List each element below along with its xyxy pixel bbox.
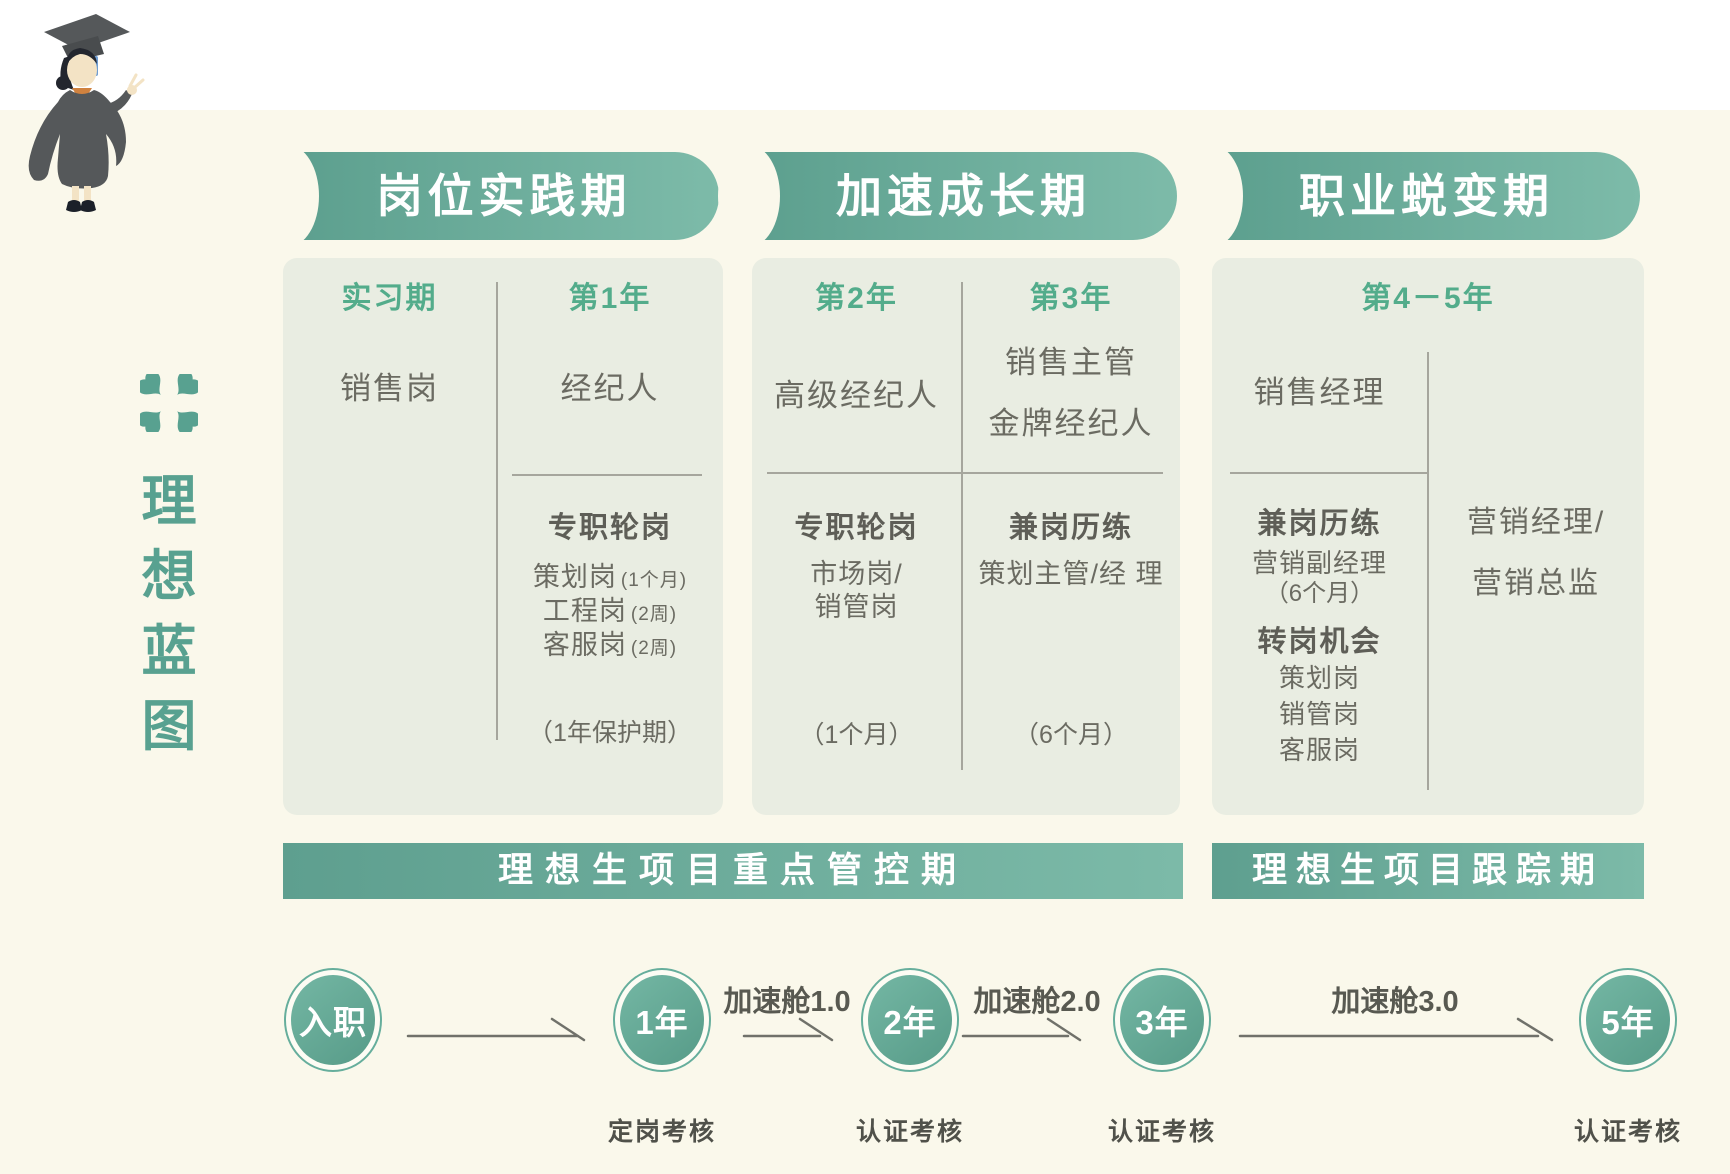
timeline-node-year1: 1年 [613,968,711,1072]
timeline-node-year2: 2年 [861,968,959,1072]
stage1-col1-header: 实习期 [341,282,438,315]
timeline-node-label: 入职 [291,975,375,1065]
rotation-item-name: 工程岗 [542,596,627,626]
stage3-banner: 职业蜕变期 [1181,145,1640,247]
timeline-node-year3: 3年 [1113,968,1211,1072]
stage1-col1-role: 销售岗 [340,371,439,406]
stage2-col2-line1: 策划主管/经 理 [978,559,1164,589]
stage3-col1-line1-note: （6个月） [1264,580,1375,607]
stage1-column-divider [496,282,498,740]
stage2-column-divider [961,282,963,770]
rotation-item-note: (2周) [630,638,678,659]
stage3-col2-line2: 营销总监 [1472,567,1600,600]
stage3-header: 第4－5年 [1361,282,1495,315]
arrow-1 [406,1017,586,1042]
timeline-node-label: 1年 [620,975,704,1065]
stage3-transfer-title: 转岗机会 [1257,626,1382,658]
stage2-rule [767,472,1163,474]
stage3-rule [1230,472,1428,474]
tracking-phase-bar: 理想生项目跟踪期 [1212,843,1644,899]
rotation-item: 工程岗(2周) [497,595,723,631]
stage3-col1-line1: 营销副经理 [1251,548,1387,578]
vertical-title-char: 想 [141,545,197,607]
transfer-item: 客服岗 [1278,735,1360,765]
stage2-banner-label: 加速成长期 [836,169,1091,223]
stage2-banner: 加速成长期 [718,145,1177,247]
exam-label-year1: 定岗考核 [607,1118,716,1146]
stage1-col2-header: 第1年 [568,282,652,315]
stage1-banner-label: 岗位实践期 [376,169,632,223]
timeline-node-label: 5年 [1586,975,1670,1065]
transfer-item: 销管岗 [1278,699,1360,729]
vertical-title-char: 理 [141,470,197,532]
top-white-strip [0,0,1730,110]
stage1-rule [512,474,702,476]
stage2-col1-header: 第2年 [815,282,898,315]
vertical-title: 理 想 蓝 图 [138,464,200,764]
exam-label-year5: 认证考核 [1573,1118,1682,1146]
rotation-item-name: 客服岗 [542,630,627,660]
rotation-item: 客服岗(2周) [497,629,723,665]
rotation-item-name: 策划岗 [532,562,617,592]
rotation-item: 策划岗(1个月) [497,561,723,597]
arrow-3 [961,1017,1082,1042]
rotation-item-note: (1个月) [620,570,688,591]
stage1-rotation-title: 专职轮岗 [547,512,672,544]
stage3-column-divider [1427,352,1429,790]
stage2-col2-duration: （6个月） [1014,721,1128,749]
exam-label-year2: 认证考核 [855,1118,964,1146]
stage2-col1-line2: 销管岗 [814,592,899,622]
stage3-banner-label: 职业蜕变期 [1299,169,1554,223]
vertical-title-char: 蓝 [141,620,197,682]
stage2-col1-duration: （1个月） [799,721,914,749]
control-phase-bar: 理想生项目重点管控期 [283,843,1183,899]
arrow-4 [1238,1017,1554,1042]
stage2-col1-role: 高级经纪人 [774,378,939,413]
timeline-node-label: 3年 [1120,975,1204,1065]
accelerator-label-3: 加速舱3.0 [1331,986,1459,1018]
arrow-2 [742,1017,834,1042]
timeline-node-entry: 入职 [284,968,382,1072]
timeline-node-year5: 5年 [1579,968,1677,1072]
stage3-col2-line1: 营销经理/ [1466,506,1606,539]
clover-icon [140,374,198,432]
stage1-banner: 岗位实践期 [257,145,719,247]
exam-label-year3: 认证考核 [1107,1118,1216,1146]
graduate-icon [28,14,145,212]
stage1-col2-role: 经纪人 [560,371,660,406]
stage1-panel [283,258,723,815]
stage2-parttime-title: 兼岗历练 [1008,512,1133,544]
rotation-item-note: (2周) [630,604,678,625]
stage2-col2-header: 第3年 [1029,282,1113,315]
timeline-node-label: 2年 [868,975,952,1065]
transfer-item: 策划岗 [1278,663,1360,693]
vertical-title-char: 图 [141,695,197,757]
accelerator-label-1: 加速舱1.0 [723,986,851,1018]
stage2-rotation-title: 专职轮岗 [794,512,919,544]
stage3-col1-role: 销售经理 [1253,375,1386,410]
stage2-col2-role2: 金牌经纪人 [988,406,1154,441]
stage3-parttime-title: 兼岗历练 [1257,508,1382,540]
stage2-panel [752,258,1180,815]
stage2-col1-line1: 市场岗/ [810,559,903,589]
stage2-col2-role1: 销售主管 [1005,345,1137,380]
accelerator-label-2: 加速舱2.0 [973,986,1101,1018]
stage1-duration: （1年保护期） [528,719,692,747]
